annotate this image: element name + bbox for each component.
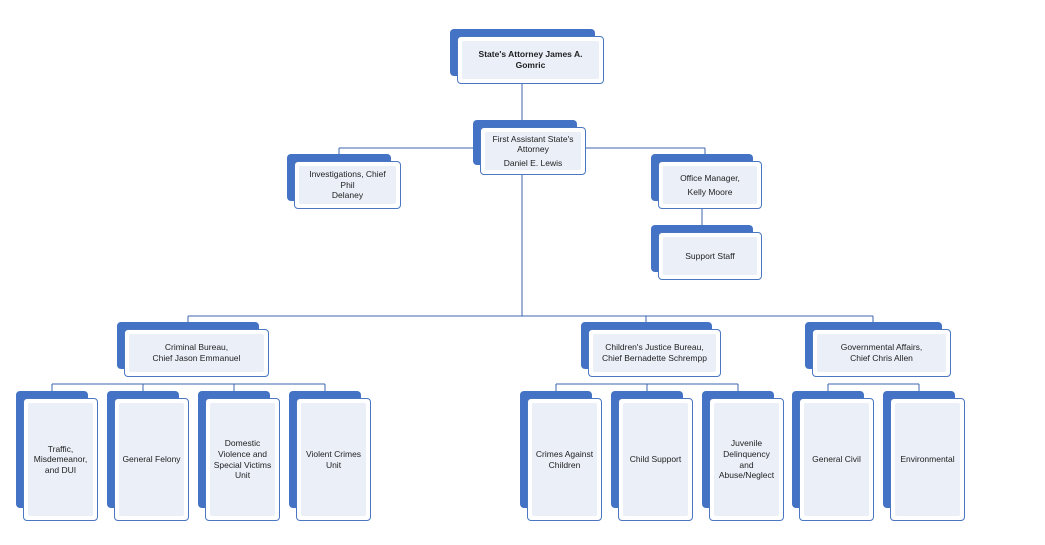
node-label: General Civil — [804, 403, 869, 516]
node-text: General Felony — [122, 454, 181, 465]
node-text: Unit — [325, 459, 342, 470]
node-text: Office Manager, — [680, 172, 740, 183]
node-text: Chief Chris Allen — [850, 353, 913, 363]
node-text: Chief Bernadette Schrempp — [602, 353, 707, 363]
node-label: First Assistant State's Attorney Daniel … — [485, 132, 581, 170]
node-text: Violence and — [218, 448, 267, 459]
node-text: Delaney — [331, 190, 364, 201]
node-text: Crimes Against — [535, 448, 594, 459]
node-text: Criminal Bureau, — [164, 342, 229, 353]
node-text: Unit — [234, 470, 251, 481]
node-label: Juvenile Delinquency and Abuse/Neglect — [714, 403, 779, 516]
node-text: Misdemeanor, — [33, 454, 88, 465]
node-text: Daniel E. Lewis — [503, 157, 563, 168]
node-label: Investigations, Chief Phil Delaney — [299, 166, 396, 204]
node-text: State's Attorney James A. Gomric — [478, 49, 583, 70]
node-label: Environmental — [895, 403, 960, 516]
node-text: Delinquency and — [723, 448, 770, 470]
node-text: Children — [548, 459, 581, 470]
node-text: Attorney — [517, 144, 549, 155]
node-text: First Assistant State's — [492, 133, 574, 144]
node-label: Support Staff — [663, 237, 757, 275]
node-text: Support Staff — [685, 250, 735, 261]
node-label: Governmental Affairs, Chief Chris Allen — [817, 334, 946, 372]
node-text: Governmental Affairs, — [840, 342, 923, 353]
node-text: General Civil — [812, 454, 861, 465]
node-text: Special Victims — [213, 459, 272, 470]
node-label: Violent Crimes Unit — [301, 403, 366, 516]
node-text: Children's Justice Bureau, — [605, 342, 704, 353]
node-label: Domestic Violence and Special Victims Un… — [210, 403, 275, 516]
node-text: Environmental — [900, 454, 955, 465]
node-label: Children's Justice Bureau, Chief Bernade… — [593, 334, 716, 372]
node-label: Criminal Bureau, Chief Jason Emmanuel — [129, 334, 264, 372]
node-text: Chief Jason Emmanuel — [152, 353, 241, 363]
node-label: Office Manager, Kelly Moore — [663, 166, 757, 204]
node-text: Domestic — [224, 438, 261, 449]
node-label: Traffic, Misdemeanor, and DUI — [28, 403, 93, 516]
node-text: Violent Crimes — [305, 448, 362, 459]
node-label: State's Attorney James A. Gomric — [462, 41, 599, 79]
node-text: Abuse/Neglect — [718, 470, 775, 481]
node-label: Crimes Against Children — [532, 403, 597, 516]
node-label: General Felony — [119, 403, 184, 516]
node-text: Kelly Moore — [687, 186, 733, 197]
node-text: Investigations, Chief Phil — [309, 169, 386, 190]
node-label: Child Support — [623, 403, 688, 516]
node-text: and DUI — [44, 464, 77, 475]
node-text: Child Support — [629, 454, 682, 465]
node-text: Juvenile — [730, 438, 763, 449]
node-text: Traffic, — [47, 443, 74, 454]
